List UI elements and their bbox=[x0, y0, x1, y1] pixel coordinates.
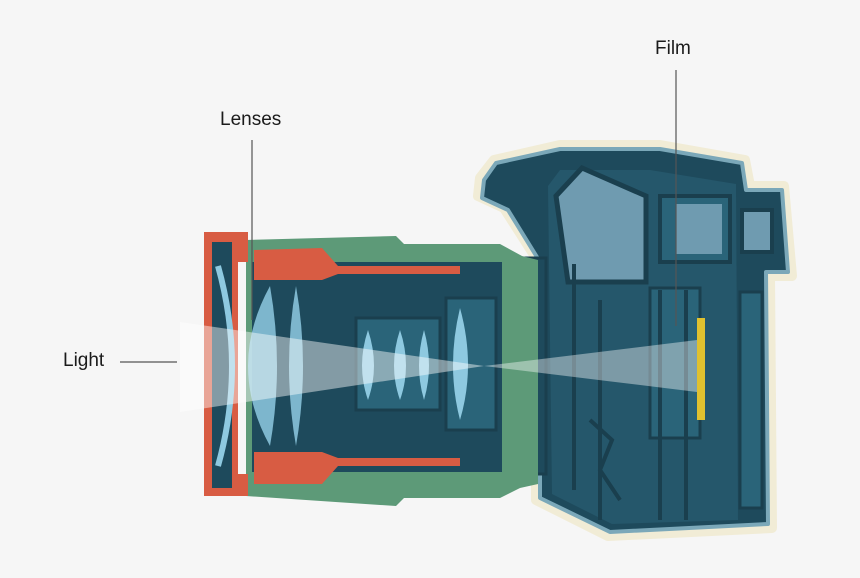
lenses-label: Lenses bbox=[220, 109, 282, 130]
rear-lens-element bbox=[453, 308, 468, 420]
front-lens-element-3 bbox=[289, 286, 303, 446]
light-label: Light bbox=[63, 350, 105, 371]
body-detail-lines bbox=[572, 264, 688, 520]
pentaprism bbox=[553, 164, 649, 285]
middle-lens-element-3 bbox=[419, 330, 429, 400]
eyepiece bbox=[740, 208, 774, 254]
film-strip bbox=[697, 318, 705, 420]
light-beam-in bbox=[180, 322, 484, 412]
middle-lens-element-1 bbox=[362, 330, 374, 400]
middle-lens-element-2 bbox=[394, 330, 406, 400]
grip bbox=[738, 290, 764, 510]
front-lens-element-2 bbox=[248, 286, 277, 446]
lens-support-top bbox=[254, 248, 460, 280]
lens-support-bottom bbox=[254, 452, 460, 484]
film-label: Film bbox=[655, 38, 691, 59]
light-beam-out bbox=[484, 340, 697, 392]
front-lens-element-1 bbox=[215, 265, 235, 467]
viewfinder-glass bbox=[676, 204, 722, 254]
